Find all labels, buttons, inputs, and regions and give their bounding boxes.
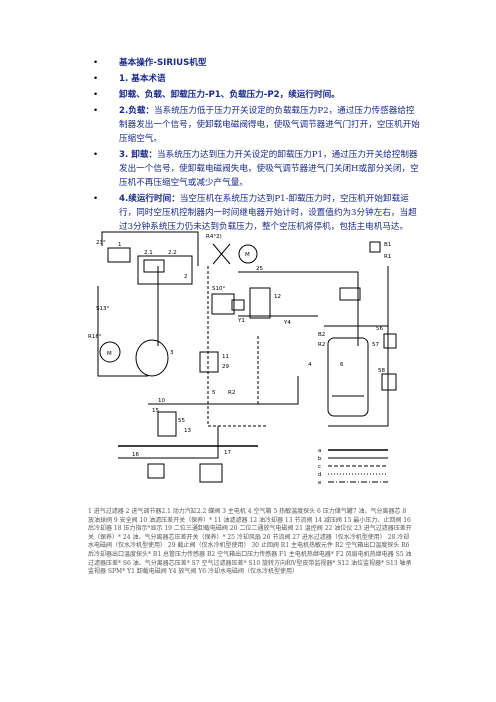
diagram-label: R16° xyxy=(88,334,102,340)
diagram-label: 58 xyxy=(378,368,385,374)
diagram-label: b xyxy=(318,456,322,462)
bullet-list: •基本操作-SIRIUS机型 •1. 基本术语 •卸载、负载、卸载压力-P1、负… xyxy=(93,56,423,234)
diagram-label: 10 xyxy=(158,398,165,404)
compressor-schematic-diagram: 23° 1 2.1 2.2 2 R4°2) M 25 12 S10° Y1 Y4… xyxy=(88,231,397,486)
pipe-line xyxy=(148,376,299,405)
min-pressure-valve xyxy=(339,287,361,301)
bullet-item: •4.续运行时间：当空压机在系统压力达到P1-卸载压力时，空压机开始卸载运行，同… xyxy=(93,194,417,232)
fan-blade xyxy=(212,243,231,265)
diagram-caption: 1 进气过滤器 2 进气调节器2.1 动力汽缸2.2 蝶阀 3 主电机 4 空气… xyxy=(88,508,412,576)
oil-filter xyxy=(199,351,219,373)
diagram-label: 12 xyxy=(274,294,281,300)
bullet-item: •3. 卸载：当系统压力达到压力开关设定的卸载压力P1，通过压力开关给控制器发出… xyxy=(93,150,419,188)
diagram-label: 55 xyxy=(178,418,185,424)
bullet-item: •基本操作-SIRIUS机型 xyxy=(93,58,207,68)
diagram-label: 11 xyxy=(222,354,229,360)
diagram-label: M xyxy=(245,252,250,258)
power-cylinder xyxy=(143,259,165,273)
diagram-label: 15 xyxy=(152,408,159,414)
diagram-label: 16 xyxy=(132,452,139,458)
diagram-label: a xyxy=(318,448,321,454)
diagram-label: c xyxy=(318,464,321,470)
bullet-text: 卸载、负载、卸载压力-P1、负载压力-P2，续运行时间。 xyxy=(119,90,340,100)
pipe-line xyxy=(97,286,148,377)
compressor-airend xyxy=(135,339,169,377)
diagram-label: 25 xyxy=(256,266,263,272)
bullet-text: 当系统压力低于压力开关设定的负载载压力P2，通过压力传感器给控制器发出一个信号，… xyxy=(119,106,420,144)
diagram-label: R2 xyxy=(318,342,325,348)
diagram-label: 57 xyxy=(372,342,379,348)
bullet-item: •2.负载：当系统压力低于压力开关设定的负载载压力P2，通过压力传感器给控制器发… xyxy=(93,106,420,144)
intake-filter xyxy=(107,247,131,263)
diagram-label: 4 xyxy=(308,362,312,368)
cooler-element xyxy=(199,463,223,483)
diagram-label: 29 xyxy=(222,364,229,370)
pressure-sensor-b1 xyxy=(369,241,381,253)
bullet-label: 2.负载： xyxy=(119,106,155,116)
diagram-label: 56 xyxy=(376,326,383,332)
pipe-line xyxy=(207,266,268,427)
bullet-text: 1. 基本术语 xyxy=(119,74,166,84)
diagram-label: Y1 xyxy=(237,318,245,324)
diagram-label: S10° xyxy=(212,286,225,292)
diagram-label: 2 xyxy=(184,274,188,280)
drain-valve xyxy=(381,373,397,391)
solenoid-valve-y1 xyxy=(231,299,245,311)
bullet-item: •1. 基本术语 xyxy=(93,74,166,84)
bullet-item: •卸载、负载、卸载压力-P1、负载压力-P2，续运行时间。 xyxy=(93,90,340,100)
pipe-line xyxy=(238,271,359,346)
pressure-sensor xyxy=(383,333,397,349)
oil-cooler xyxy=(249,287,271,319)
thermostatic-valve xyxy=(211,293,235,315)
diagram-label: 6 xyxy=(340,362,344,368)
pipe-line xyxy=(118,426,219,459)
pipe-line xyxy=(328,266,389,427)
diagram-label: R1 xyxy=(384,254,391,260)
diagram-label: 1 xyxy=(118,242,122,248)
diagram-label: 13 xyxy=(184,428,191,434)
bullet-text: 当系统压力达到压力开关设定的卸载压力P1，通过压力开关给控制器发出一个信号，使卸… xyxy=(119,150,419,188)
fan-motor xyxy=(238,244,258,264)
aftercooler xyxy=(157,411,177,437)
diagram-label: M xyxy=(107,351,112,357)
diagram-label: 23° xyxy=(96,240,106,246)
diagram-label: e xyxy=(318,480,322,486)
filter-element xyxy=(147,463,165,479)
diagram-label: d xyxy=(318,472,322,478)
diagram-label: B1 xyxy=(384,242,391,248)
diagram-label: S13° xyxy=(96,306,109,312)
diagram-label: B2 xyxy=(318,332,325,338)
diagram-label: R4°2) xyxy=(206,234,222,240)
bullet-text: 基本操作-SIRIUS机型 xyxy=(119,58,207,68)
diagram-label: 2.1 xyxy=(144,250,153,256)
diagram-label: 17 xyxy=(224,450,231,456)
pipe-line xyxy=(101,231,199,266)
diagram-label: 2.2 xyxy=(168,250,177,256)
bullet-label: 4.续运行时间： xyxy=(119,194,180,204)
diagram-label: 5 xyxy=(212,390,216,396)
separator-tank xyxy=(327,337,369,417)
diagram-label: R2 xyxy=(228,390,235,396)
diagram-label: 3 xyxy=(170,350,174,356)
diagram-label: Y4 xyxy=(283,320,291,326)
intake-regulator xyxy=(137,255,193,285)
bullet-text: 当空压机在系统压力达到P1-卸载压力时，空压机开始卸载运行，同时空压机控制器内一… xyxy=(119,194,417,232)
main-motor xyxy=(99,341,121,363)
bullet-label: 3. 卸载： xyxy=(119,150,158,160)
